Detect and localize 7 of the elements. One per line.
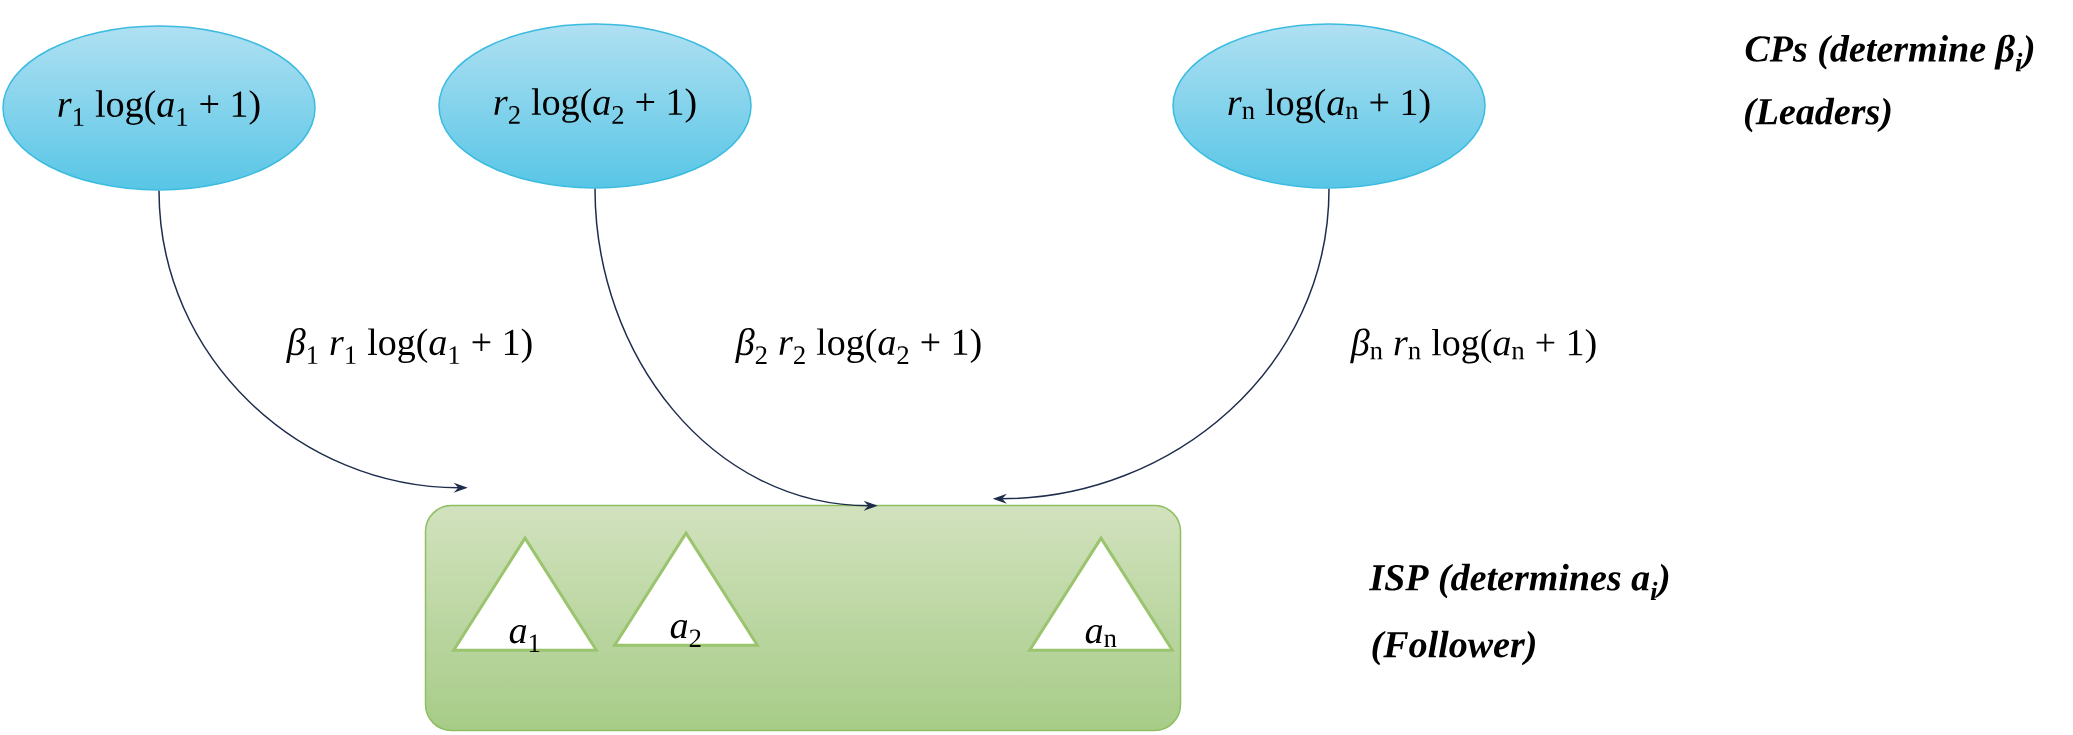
edge-label: β$_{1}$ r$_{1}$ log(a$_{1}$ + 1) [286,328,532,364]
side-label: (Leaders) [1744,97,1891,133]
side-label: ISP (determines a$_{i}$) [1369,563,1669,601]
side-label: (Follower) [1372,630,1535,666]
side-label: CPs (determine β$_{i}$) [1745,34,2034,72]
edge-label: β$_{2}$ r$_{2}$ log(a$_{2}$ + 1) [735,328,981,364]
edge-label: β$_{n}$ r$_{n}$ log(a$_{n}$ + 1) [1350,328,1596,364]
